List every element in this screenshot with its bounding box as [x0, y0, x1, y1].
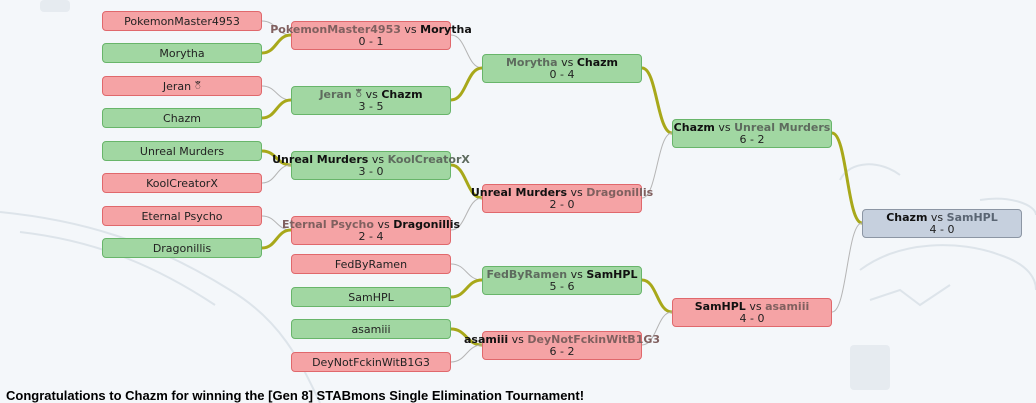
match-score: 2 - 0 — [549, 197, 575, 211]
match-player-left: FedByRamen — [486, 267, 568, 281]
match-r1-1[interactable]: PokemonMaster4953 vs Morytha 0 - 1 — [270, 21, 472, 50]
match-score: 6 - 2 — [549, 344, 575, 358]
match-player-left: asamiii — [463, 332, 509, 346]
player-samhpl[interactable]: SamHPL — [291, 287, 451, 307]
vs-label: vs — [718, 120, 731, 134]
match-player-left: Unreal Murders — [470, 185, 568, 199]
match-player-right: Chazm — [381, 87, 423, 101]
vs-label: vs — [371, 152, 385, 166]
match-score: 2 - 4 — [358, 229, 384, 243]
vs-label: vs — [377, 217, 390, 231]
match-r1-2[interactable]: Jeran 𑄀 vs Chazm 3 - 5 — [291, 86, 451, 115]
match-r2-3[interactable]: FedByRamen vs SamHPL 5 - 6 — [482, 266, 642, 295]
match-score: 4 - 0 — [739, 311, 765, 325]
player-dragonillis[interactable]: Dragonillis — [102, 238, 262, 258]
match-player-right: KoolCreatorX — [387, 152, 470, 166]
match-player-left: PokemonMaster4953 — [270, 22, 401, 36]
player-eternal-psycho[interactable]: Eternal Psycho — [102, 206, 262, 226]
congratulations-message: Congratulations to Chazm for winning the… — [6, 388, 585, 403]
vs-label: vs — [561, 55, 574, 69]
match-player-left: Morytha — [505, 55, 558, 69]
match-player-left: Unreal Murders — [272, 152, 369, 166]
match-score: 3 - 5 — [358, 99, 384, 113]
match-r3-1[interactable]: Chazm vs Unreal Murders 6 - 2 — [672, 119, 832, 148]
vs-label: vs — [570, 185, 583, 199]
match-player-right: Unreal Murders — [734, 120, 831, 134]
vs-label: vs — [930, 210, 944, 224]
player-deynotfckinwitb1g3[interactable]: DeyNotFckinWitB1G3 — [291, 352, 451, 372]
match-r1-4[interactable]: Eternal Psycho vs Dragonillis 2 - 4 — [282, 216, 460, 245]
vs-label: vs — [570, 267, 583, 281]
player-koolcreatorx[interactable]: KoolCreatorX — [102, 173, 262, 193]
match-final[interactable]: Chazm vs SamHPL 4 - 0 — [862, 209, 1022, 238]
match-player-left: Chazm — [886, 210, 928, 224]
vs-label: vs — [511, 332, 524, 346]
player-pokemonmaster4953[interactable]: PokemonMaster4953 — [102, 11, 262, 31]
match-score: 4 - 0 — [929, 222, 955, 236]
match-player-left: Eternal Psycho — [281, 217, 374, 231]
match-player-left: SamHPL — [694, 299, 746, 313]
match-r2-2[interactable]: Unreal Murders vs Dragonillis 2 - 0 — [471, 184, 653, 213]
match-score: 0 - 1 — [358, 34, 384, 48]
player-fedbyramen[interactable]: FedByRamen — [291, 254, 451, 274]
match-player-right: Dragonillis — [586, 185, 654, 199]
vs-label: vs — [404, 22, 417, 36]
match-r3-2[interactable]: SamHPL vs asamiii 4 - 0 — [672, 298, 832, 327]
match-player-right: DeyNotFckinWitB1G3 — [527, 332, 661, 346]
match-player-right: Chazm — [576, 55, 619, 69]
match-player-right: asamiii — [765, 299, 810, 313]
match-score: 3 - 0 — [358, 164, 384, 178]
vs-label: vs — [365, 87, 378, 101]
player-asamiii[interactable]: asamiii — [291, 319, 451, 339]
match-player-left: Chazm — [673, 120, 715, 134]
match-player-right: Morytha — [420, 22, 472, 36]
player-chazm[interactable]: Chazm — [102, 108, 262, 128]
match-player-left: Jeran 𑄀 — [319, 87, 363, 101]
player-morytha[interactable]: Morytha — [102, 43, 262, 63]
player-jeran[interactable]: Jeran 𑄀 — [102, 76, 262, 96]
match-player-right: Dragonillis — [393, 217, 461, 231]
match-player-right: SamHPL — [586, 267, 638, 281]
match-score: 0 - 4 — [549, 67, 575, 81]
match-score: 5 - 6 — [549, 279, 575, 293]
match-player-right: SamHPL — [946, 210, 998, 224]
vs-label: vs — [749, 299, 762, 313]
match-r2-1[interactable]: Morytha vs Chazm 0 - 4 — [482, 54, 642, 83]
match-r1-3[interactable]: Unreal Murders vs KoolCreatorX 3 - 0 — [272, 151, 470, 180]
player-unreal-murders[interactable]: Unreal Murders — [102, 141, 262, 161]
match-r2-4[interactable]: asamiii vs DeyNotFckinWitB1G3 6 - 2 — [464, 331, 660, 360]
match-score: 6 - 2 — [739, 132, 765, 146]
